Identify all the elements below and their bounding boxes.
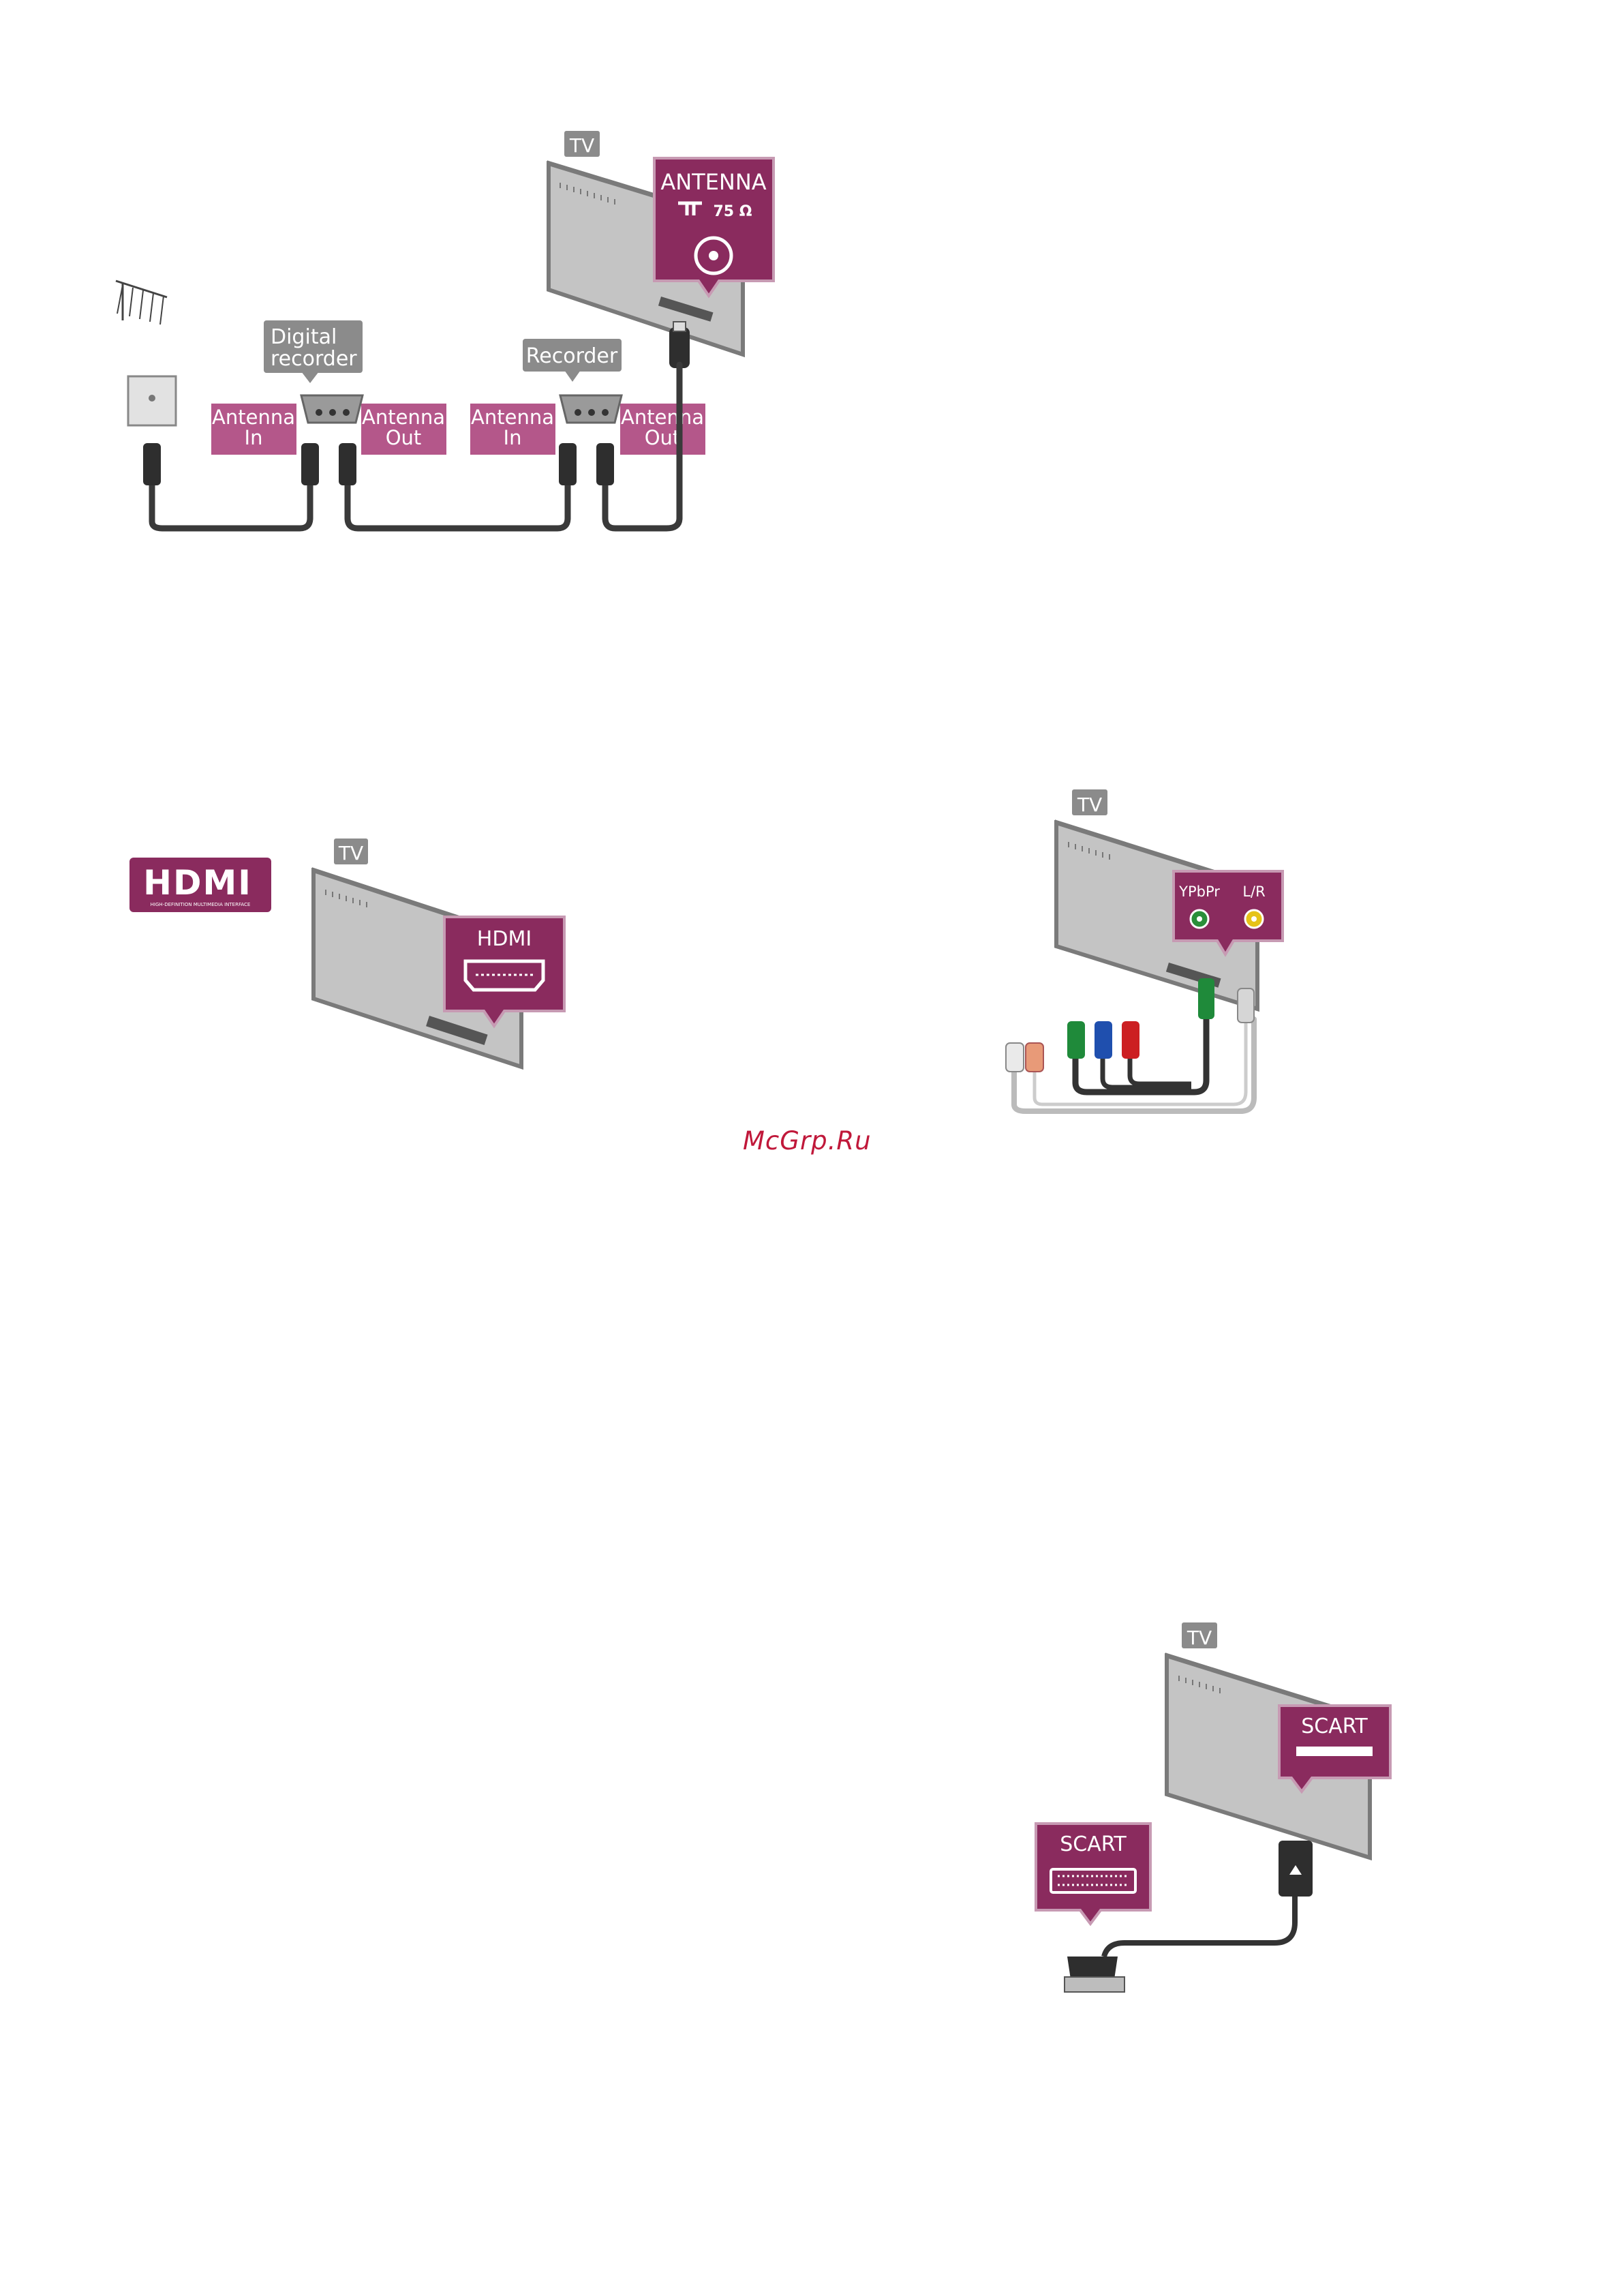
ypbpr-callout-video: YPbPr	[1178, 883, 1220, 900]
hdmi-logo-subtext: HIGH-DEFINITION MULTIMEDIA INTERFACE	[151, 902, 251, 907]
scart-device-callout: SCART	[1036, 1824, 1150, 1924]
digital-recorder-out-line1: Antenna	[362, 406, 445, 429]
scart-tv-callout-label: SCART	[1301, 1715, 1368, 1738]
scart-port-icon	[1296, 1747, 1373, 1756]
ypbpr-tv-tag: TV	[1077, 794, 1102, 816]
tv-tag: TV	[569, 134, 594, 157]
hdmi-callout-label: HDMI	[477, 927, 532, 951]
tv-illustration: TV HDMI	[313, 839, 564, 1067]
recorder-out-line2: Out	[645, 426, 681, 449]
scart-tv-callout: SCART	[1279, 1706, 1390, 1792]
antenna-connection-diagram: TV ANTENNA 75 Ω	[102, 123, 784, 545]
digital-recorder-tag-line1: Digital	[271, 325, 337, 349]
scart-connection-diagram: TV SCART SCART	[1022, 1616, 1404, 1997]
tv-illustration: TV YPbPr L/R	[1056, 789, 1283, 1009]
aerial-icon	[116, 281, 176, 425]
recorder-in-line1: Antenna	[471, 406, 554, 429]
hdmi-logo-text: HDMI	[143, 863, 252, 903]
ypbpr-callout: YPbPr L/R	[1174, 871, 1283, 954]
hdmi-callout: HDMI	[444, 917, 564, 1026]
watermark: McGrp.Ru	[743, 1126, 872, 1155]
ypbpr-callout-audio: L/R	[1242, 883, 1265, 900]
tv-illustration: TV ANTENNA 75 Ω	[549, 131, 774, 368]
recorder-in-line2: In	[504, 426, 522, 449]
digital-recorder-tag-line2: recorder	[271, 347, 357, 371]
recorder-tag: Recorder	[526, 344, 618, 368]
antenna-callout: ANTENNA 75 Ω	[654, 158, 774, 296]
digital-recorder: Digital recorder Antenna In Antenna Out	[211, 320, 446, 455]
digital-recorder-in-line2: In	[245, 426, 263, 449]
antenna-callout-title: ANTENNA	[660, 169, 766, 195]
antenna-impedance: 75 Ω	[714, 203, 752, 220]
tv-illustration: TV SCART	[1167, 1622, 1390, 1858]
hdmi-logo: HDMI HIGH-DEFINITION MULTIMEDIA INTERFAC…	[129, 858, 271, 912]
digital-recorder-out-line2: Out	[386, 426, 422, 449]
recorder-out-line1: Antenna	[621, 406, 704, 429]
ypbpr-connection-diagram: TV YPbPr L/R	[961, 784, 1315, 1152]
hdmi-tv-tag: TV	[338, 842, 363, 864]
digital-recorder-in-line1: Antenna	[212, 406, 295, 429]
scart-device-callout-label: SCART	[1060, 1832, 1127, 1856]
hdmi-connection-diagram: HDMI HIGH-DEFINITION MULTIMEDIA INTERFAC…	[123, 832, 586, 1077]
scart-tv-tag: TV	[1187, 1627, 1212, 1649]
